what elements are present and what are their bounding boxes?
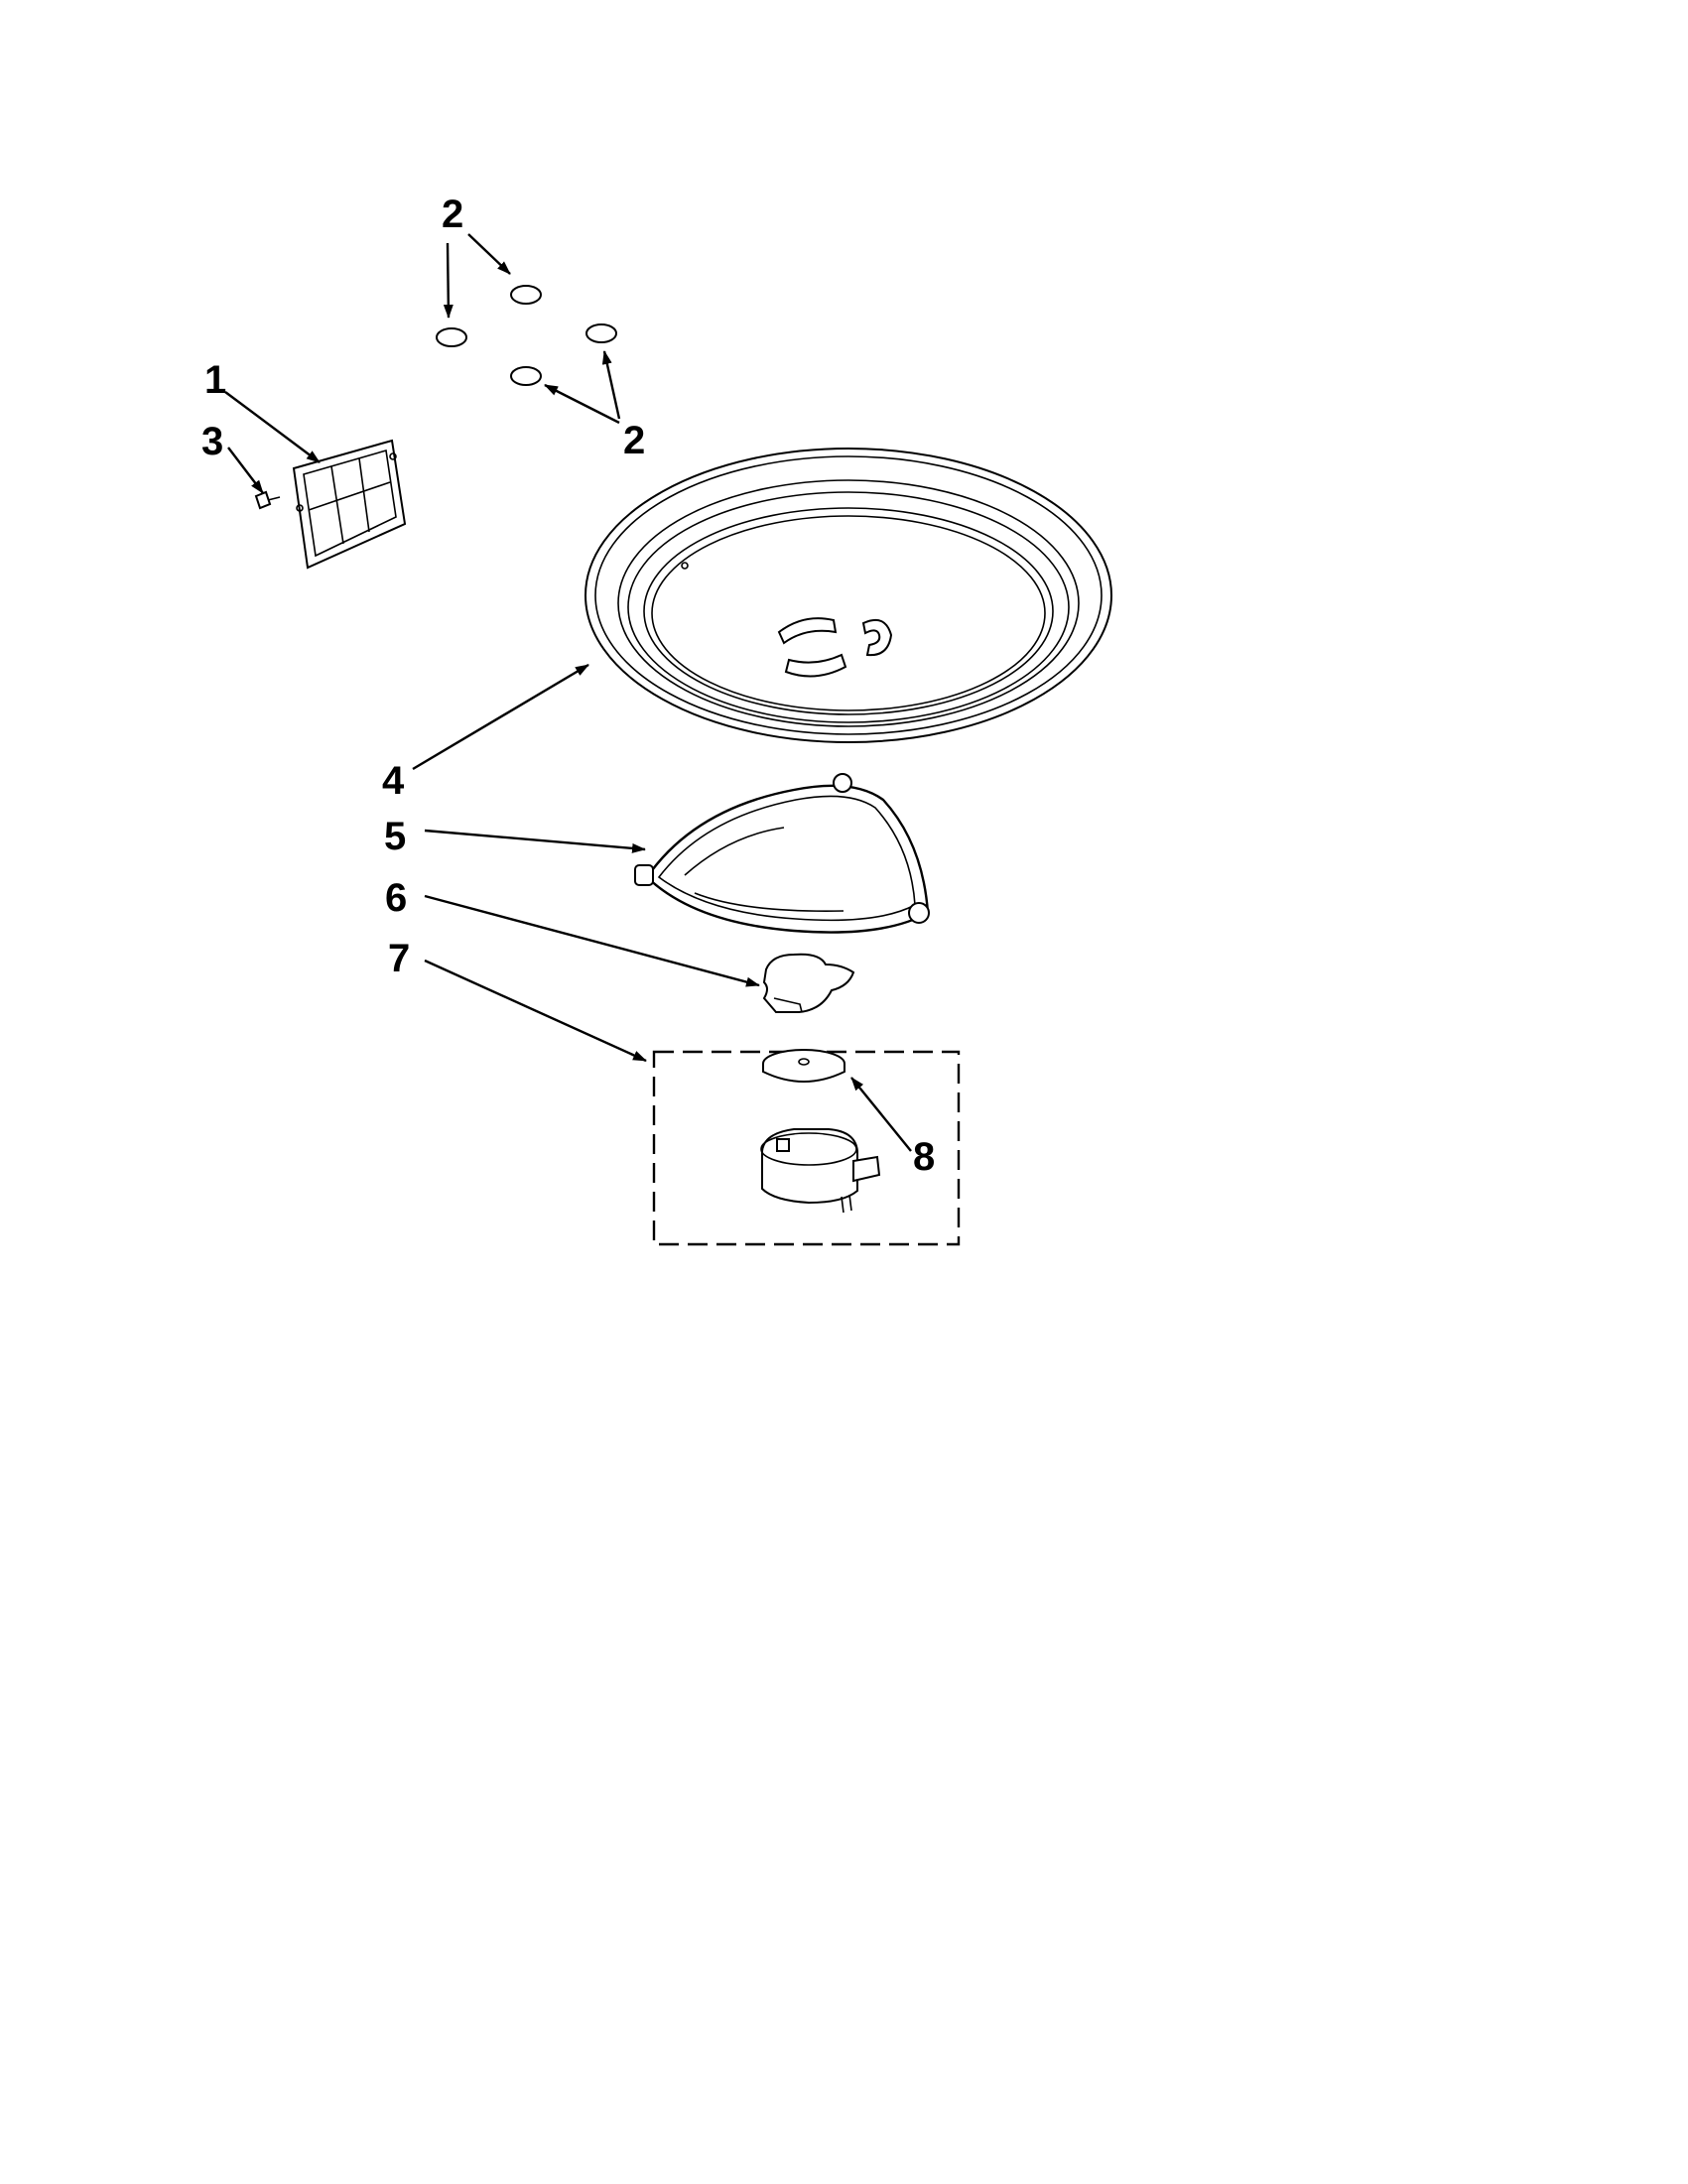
callout-8: 8 — [913, 1135, 935, 1179]
callout-5: 5 — [384, 815, 406, 858]
part-2-pads — [436, 285, 617, 386]
leader-8 — [850, 1077, 912, 1152]
leader-6 — [424, 894, 760, 987]
pad-1 — [510, 285, 542, 305]
leader-5 — [424, 829, 646, 853]
pad-3 — [585, 323, 617, 343]
leader-2b — [467, 233, 511, 275]
part-1-filter-frame — [292, 439, 407, 570]
callout-2-top: 2 — [442, 193, 463, 236]
leader-2c — [601, 350, 621, 420]
callout-4: 4 — [382, 759, 405, 803]
part-4-turntable-tray — [584, 448, 1112, 743]
leader-2d — [544, 383, 620, 425]
leader-7 — [424, 959, 647, 1063]
part-5-roller-ring — [634, 773, 930, 934]
roller-wheel-left — [634, 864, 654, 886]
callout-6: 6 — [385, 876, 407, 920]
callout-numbers: 1 2 2 3 4 5 6 7 8 — [201, 193, 935, 1179]
part-3-screw — [254, 490, 281, 510]
part-8-disc — [762, 1049, 845, 1083]
turntable-motor — [760, 1128, 881, 1214]
leader-1 — [224, 391, 321, 463]
part-6-coupler — [762, 953, 855, 1013]
leader-2a — [443, 242, 454, 319]
roller-wheel-top — [833, 773, 852, 793]
callout-7: 7 — [388, 937, 410, 980]
pad-2 — [436, 327, 467, 347]
leader-4 — [412, 663, 589, 771]
part-7-motor-assembly — [652, 1049, 961, 1246]
pad-4 — [510, 366, 542, 386]
callout-1: 1 — [204, 358, 226, 402]
roller-wheel-right — [908, 902, 930, 924]
leader-3 — [227, 447, 264, 494]
callout-3: 3 — [201, 420, 223, 463]
callout-2-bottom: 2 — [623, 419, 645, 462]
leader-lines — [224, 233, 912, 1152]
